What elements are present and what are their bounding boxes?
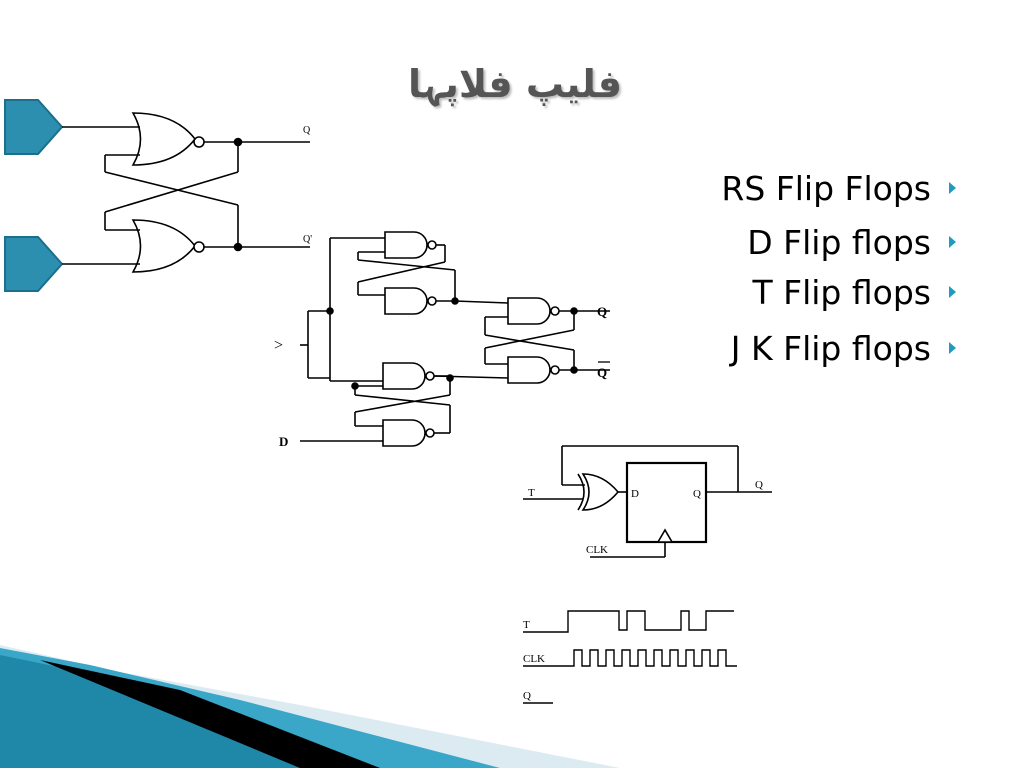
decorative-wedge <box>0 645 620 768</box>
t-input-label: T <box>528 487 535 499</box>
bullet-label: T Flip flops <box>752 272 931 312</box>
rs-q-label: Q <box>303 125 311 136</box>
t-pin-q-label: Q <box>693 488 701 500</box>
bullet-label: D Flip flops <box>747 222 931 262</box>
timing-t-label: T <box>523 619 530 631</box>
bullet-label: RS Flip Flops <box>721 168 931 208</box>
bullet-arrow-icon <box>949 342 956 354</box>
t-clk-label: CLK <box>586 544 608 556</box>
d-q-label: Q <box>597 304 607 319</box>
d-qbar-label: Q <box>597 365 607 380</box>
timing-clk-label: CLK <box>523 653 545 665</box>
nor-gate-upper <box>131 112 197 166</box>
timing-q-label: Q <box>523 690 531 702</box>
t-pin-d-label: D <box>631 488 639 500</box>
d-flipflop-diagram <box>300 231 610 447</box>
input-r-pentagon <box>4 236 64 292</box>
bullet-arrow-icon <box>949 236 956 248</box>
bullet-rs-flip-flops: RS Flip Flops <box>721 166 958 210</box>
t-waveform <box>523 610 734 633</box>
d-clock-symbol: > <box>274 337 283 354</box>
bullet-arrow-icon <box>949 182 956 194</box>
bullet-arrow-icon <box>949 286 956 298</box>
input-s-pentagon <box>4 99 64 155</box>
slide-title: فلیپ فلاپہا <box>408 62 622 106</box>
d-input-label: D <box>279 434 288 449</box>
rs-qbar-label: Q' <box>303 234 312 245</box>
rs-latch-diagram <box>4 99 310 292</box>
t-output-q-label: Q <box>755 479 763 491</box>
bullet-jk-flip-flops: J K Flip flops <box>731 326 958 370</box>
clk-waveform <box>523 649 737 667</box>
bullet-d-flip-flops: D Flip flops <box>747 220 958 264</box>
bullet-label: J K Flip flops <box>730 328 931 368</box>
timing-diagram <box>523 610 737 704</box>
t-ff-box <box>625 461 708 544</box>
nor-gate-lower <box>131 219 197 273</box>
bullet-t-flip-flops: T Flip flops <box>752 270 958 314</box>
t-flipflop-diagram <box>523 445 772 558</box>
